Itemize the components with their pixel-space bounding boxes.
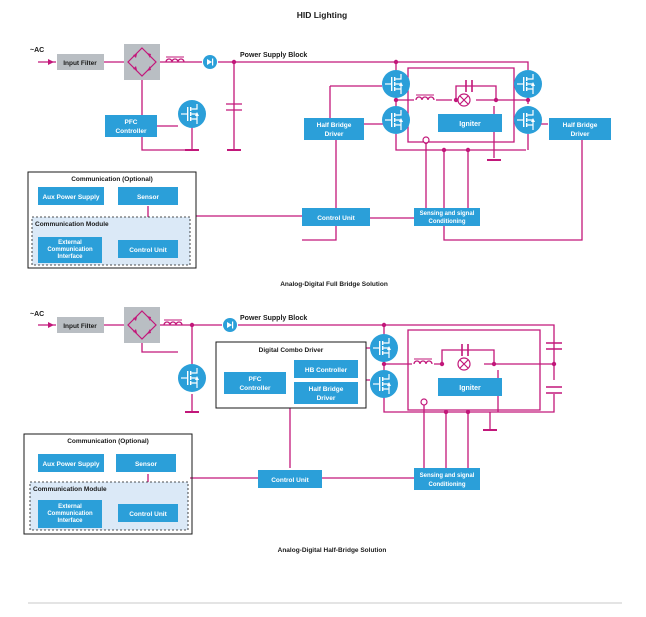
svg-text:Igniter: Igniter [459, 121, 481, 128]
rectifier-bridge-icon [123, 43, 161, 81]
mosfet-high-right-icon [513, 69, 543, 99]
inductor-icon [163, 319, 183, 326]
diode-icon [203, 55, 217, 69]
ac-input-label: ~AC [30, 311, 44, 318]
svg-text:Driver: Driver [317, 395, 336, 402]
control-unit-block [258, 470, 322, 488]
communication-frame [27, 171, 197, 269]
sensing-block [414, 468, 480, 490]
rectifier-bridge-icon [123, 306, 161, 344]
svg-text:Communication (Optional): Communication (Optional) [71, 176, 153, 183]
svg-text:Communication: Communication [47, 511, 93, 517]
svg-text:Driver: Driver [325, 131, 344, 138]
half-bridge-caption: Analog-Digital Half-Bridge Solution [278, 547, 387, 554]
capacitor-icon [465, 80, 473, 92]
hb-controller-block [294, 360, 358, 378]
svg-text:External: External [58, 240, 82, 246]
sensing-block [414, 208, 480, 226]
svg-text:Igniter: Igniter [459, 385, 481, 392]
igniter-block [438, 378, 502, 396]
svg-text:Sensor: Sensor [137, 194, 160, 201]
svg-text:Communication Module: Communication Module [33, 486, 107, 493]
lamp-icon [457, 357, 471, 371]
power-supply-block-label: Power Supply Block [240, 315, 307, 322]
full-bridge-caption: Analog-Digital Full Bridge Solution [280, 281, 388, 288]
svg-text:PFC: PFC [249, 376, 262, 383]
svg-text:External: External [58, 504, 82, 510]
svg-text:Sensor: Sensor [135, 461, 158, 468]
sensor-block [118, 187, 178, 205]
page-title: HID Lighting [297, 10, 348, 20]
mosfet-low-right-icon [513, 105, 543, 135]
comm-control-unit-block [118, 240, 178, 258]
svg-text:Input Filter: Input Filter [63, 323, 97, 330]
pfc-mosfet-icon [177, 363, 207, 393]
svg-text:Sensing and signal: Sensing and signal [420, 473, 475, 479]
lamp-inductor-icon [415, 94, 435, 101]
svg-text:Half Bridge: Half Bridge [309, 386, 344, 393]
inductor-icon [165, 56, 185, 63]
svg-text:Interface: Interface [57, 518, 83, 524]
svg-text:Digital Combo Driver: Digital Combo Driver [259, 347, 324, 354]
svg-text:Half Bridge: Half Bridge [563, 122, 598, 129]
capacitor-icon [461, 344, 469, 356]
half-bridge-driver-right-block [549, 118, 611, 140]
half-bridge-driver-left-block [304, 118, 364, 140]
svg-text:Aux Power Supply: Aux Power Supply [42, 194, 99, 201]
mosfet-high-icon [369, 333, 399, 363]
svg-text:Control Unit: Control Unit [129, 511, 167, 518]
input-filter-block [57, 54, 104, 70]
svg-text:Sensing and signal: Sensing and signal [420, 211, 475, 217]
input-filter-block [57, 317, 104, 333]
aux-power-supply-block [38, 454, 104, 472]
mosfet-high-left-icon [381, 69, 411, 99]
external-communication-block [38, 500, 102, 528]
diode-icon [223, 318, 237, 332]
svg-text:Communication: Communication [47, 247, 93, 253]
sensor-block [116, 454, 176, 472]
pfc-controller-label-1: PFC [125, 119, 138, 126]
output-capacitors-icon [546, 342, 562, 394]
svg-text:Control Unit: Control Unit [129, 247, 167, 254]
svg-text:HB Controller: HB Controller [305, 367, 348, 374]
svg-text:Interface: Interface [57, 254, 83, 260]
pfc-controller-label-2: Controller [115, 128, 147, 135]
comm-control-unit-block [118, 504, 178, 522]
pfc-mosfet-icon [177, 99, 207, 129]
mosfet-low-icon [369, 369, 399, 399]
input-filter-label: Input Filter [63, 60, 97, 67]
ac-input-label: ~AC [30, 47, 44, 54]
lamp-icon [457, 93, 471, 107]
svg-text:Control Unit: Control Unit [317, 215, 355, 222]
aux-power-supply-block [38, 187, 104, 205]
pfc-controller-block [105, 115, 157, 137]
power-supply-block-label: Power Supply Block [240, 52, 307, 59]
svg-text:Controller: Controller [239, 385, 271, 392]
pfc-controller-block [224, 372, 286, 394]
igniter-block [438, 114, 502, 132]
full-bridge-diagram: ~AC Input Filter Power Supply Block PFC … [27, 43, 611, 288]
svg-text:Communication (Optional): Communication (Optional) [67, 438, 149, 445]
external-communication-block [38, 237, 102, 263]
lamp-inductor-icon [413, 358, 433, 365]
svg-text:Driver: Driver [571, 131, 590, 138]
svg-text:Control Unit: Control Unit [271, 477, 309, 484]
svg-text:Communication Module: Communication Module [35, 221, 109, 228]
communication-frame [23, 433, 193, 535]
svg-text:Conditioning: Conditioning [429, 219, 466, 225]
mosfet-low-left-icon [381, 105, 411, 135]
control-unit-block [302, 208, 370, 226]
half-bridge-diagram: ~AC Input Filter Power Supply Block Digi… [23, 306, 562, 554]
svg-text:Aux Power Supply: Aux Power Supply [42, 461, 99, 468]
svg-text:Half Bridge: Half Bridge [317, 122, 352, 129]
half-bridge-driver-block [294, 382, 358, 404]
svg-text:Conditioning: Conditioning [429, 482, 466, 488]
